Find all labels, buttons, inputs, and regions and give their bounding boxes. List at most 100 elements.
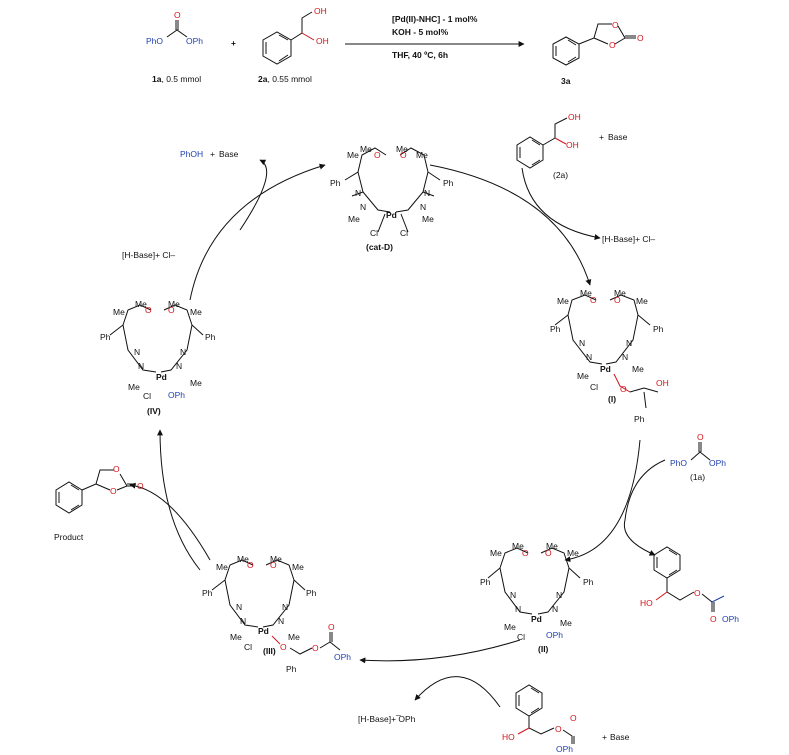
svg-text:Base: Base: [219, 149, 239, 159]
catalyst-cat-d: Me Me Me Me O O Ph Ph N N N N Pd Cl Cl M…: [330, 144, 454, 252]
svg-text:Me: Me: [347, 150, 359, 160]
svg-text:O: O: [555, 724, 562, 734]
svg-text:Me: Me: [512, 541, 524, 551]
svg-text:O: O: [614, 295, 621, 305]
svg-text:Ph: Ph: [100, 332, 111, 342]
svg-text:O: O: [710, 614, 717, 624]
svg-text:Ph: Ph: [306, 588, 317, 598]
svg-text:Ph: Ph: [205, 332, 216, 342]
svg-text:Me: Me: [580, 288, 592, 298]
svg-text:Ph: Ph: [653, 324, 664, 334]
svg-text:O: O: [570, 713, 577, 723]
svg-text:Me: Me: [557, 296, 569, 306]
svg-text:O: O: [145, 305, 152, 315]
plus-sign: +: [231, 38, 236, 48]
svg-text:Me: Me: [422, 214, 434, 224]
svg-text:+: +: [602, 732, 607, 742]
svg-text:Me: Me: [546, 541, 558, 551]
svg-text:OPh: OPh: [334, 652, 351, 662]
svg-text:O: O: [612, 20, 619, 30]
cycle-arrows: [129, 159, 666, 708]
svg-text:N: N: [236, 602, 242, 612]
svg-text:N: N: [278, 616, 284, 626]
svg-text:Cl: Cl: [143, 391, 151, 401]
svg-text:PhO: PhO: [670, 458, 687, 468]
svg-text:Ph: Ph: [480, 577, 491, 587]
svg-text:Pd: Pd: [386, 210, 397, 220]
phenoxy-left-label: PhO: [146, 36, 163, 46]
svg-text:Me: Me: [168, 299, 180, 309]
svg-text:Me: Me: [567, 548, 579, 558]
svg-text:O: O: [400, 150, 407, 160]
phenol-output: PhOH + Base: [180, 149, 239, 159]
svg-text:+: +: [210, 149, 215, 159]
svg-text:N: N: [515, 604, 521, 614]
svg-text:Me: Me: [348, 214, 360, 224]
svg-text:Me: Me: [270, 554, 282, 564]
svg-text:Me: Me: [504, 622, 516, 632]
svg-text:Cl: Cl: [400, 228, 408, 238]
svg-text:OPh: OPh: [168, 390, 185, 400]
svg-text:N: N: [510, 590, 516, 600]
svg-text:O: O: [328, 622, 335, 632]
svg-text:N: N: [355, 188, 361, 198]
svg-text:Me: Me: [190, 378, 202, 388]
svg-text:N: N: [420, 202, 426, 212]
svg-text:Pd: Pd: [156, 372, 167, 382]
intermediate-iv: Me Me Me Me O O Ph Ph N N N N Pd Me Cl M…: [100, 299, 216, 416]
svg-text:OH: OH: [566, 140, 579, 150]
svg-text:N: N: [552, 604, 558, 614]
svg-text:Me: Me: [632, 364, 644, 374]
svg-text:N: N: [424, 188, 430, 198]
svg-text:Me: Me: [360, 144, 372, 154]
svg-text:O: O: [280, 642, 287, 652]
svg-text:N: N: [556, 590, 562, 600]
condition-solvent: THF, 40 ºC, 6h: [392, 50, 448, 60]
carbonate-1a-label: (1a): [690, 472, 705, 482]
svg-text:O: O: [522, 548, 529, 558]
svg-text:O: O: [137, 481, 144, 491]
svg-text:Base: Base: [608, 132, 628, 142]
svg-text:Me: Me: [190, 307, 202, 317]
reagent-2a-label: 2a, 0.55 mmol: [258, 74, 312, 84]
condition-base: KOH - 5 mol%: [392, 27, 449, 37]
svg-text:Me: Me: [216, 562, 228, 572]
svg-text:O: O: [694, 588, 701, 598]
svg-text:N: N: [360, 202, 366, 212]
reaction-scheme: O PhO OPh 1a, 0.5 mmol + OH OH 2a, 0.55 …: [146, 6, 644, 86]
svg-text:N: N: [240, 616, 246, 626]
svg-text:Ph: Ph: [634, 414, 645, 424]
svg-text:O: O: [545, 548, 552, 558]
svg-text:Cl: Cl: [370, 228, 378, 238]
intermediate-i-label: (I): [608, 394, 616, 404]
svg-text:O: O: [113, 464, 120, 474]
cat-d-label: (cat-D): [366, 242, 393, 252]
svg-text:N: N: [138, 361, 144, 371]
hydroxy-carbonate-side-product: HO O O OPh: [640, 546, 739, 624]
svg-text:Ph: Ph: [330, 178, 341, 188]
intermediate-iv-label: (IV): [147, 406, 161, 416]
svg-text:Me: Me: [135, 299, 147, 309]
reagent-1a-label: 1a, 0.5 mmol: [152, 74, 201, 84]
svg-text:Me: Me: [113, 307, 125, 317]
svg-text:OPh: OPh: [556, 744, 573, 754]
svg-text:O: O: [270, 560, 277, 570]
svg-text:N: N: [586, 352, 592, 362]
svg-text:Me: Me: [288, 632, 300, 642]
carbonate-1a-input: O PhO OPh (1a): [670, 432, 726, 482]
svg-text:N: N: [176, 361, 182, 371]
svg-text:Cl: Cl: [590, 382, 598, 392]
intermediate-ii: Me Me Me Me O O Ph Ph N N N N Pd Me Cl M…: [480, 541, 594, 654]
svg-text:Me: Me: [614, 288, 626, 298]
svg-text:HO: HO: [502, 732, 515, 742]
svg-text:O: O: [312, 643, 319, 653]
intermediate-i: Me Me Me Me O O Ph Ph N N N N Pd Me Cl M…: [550, 288, 669, 424]
product-3a-label: 3a: [561, 76, 571, 86]
product-3a-structure: O O O 3a: [552, 20, 644, 86]
svg-text:N: N: [579, 338, 585, 348]
svg-text:OPh: OPh: [709, 458, 726, 468]
diol-2a-input: OH OH + Base (2a): [516, 112, 628, 180]
svg-text:O: O: [110, 486, 117, 496]
svg-text:OPh: OPh: [722, 614, 739, 624]
